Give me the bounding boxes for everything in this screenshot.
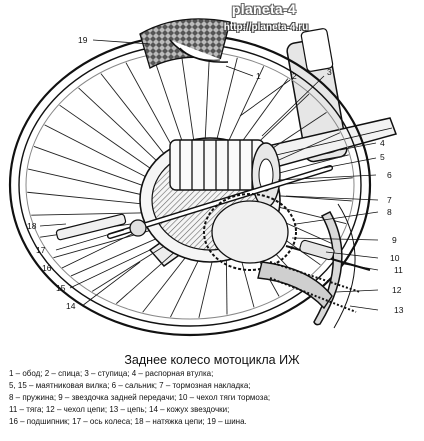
callout-15: 15 <box>56 283 66 293</box>
legend-line-1: 1 – обод; 2 – спица; 3 – ступица; 4 – ра… <box>9 369 214 378</box>
callout-10: 10 <box>390 253 400 263</box>
callout-2: 2 <box>292 71 297 81</box>
spoke <box>125 62 175 151</box>
legend-line-3: 8 – пружина; 9 – звездочка задней переда… <box>9 393 271 402</box>
leader-lines <box>39 39 379 311</box>
spoke <box>70 234 166 277</box>
chain-tensioner <box>55 213 127 241</box>
wheel-illustration: 19 1 2 3 4 5 6 7 8 9 10 11 12 13 18 17 1… <box>8 18 404 337</box>
callout-17: 17 <box>36 245 46 255</box>
chain-guard <box>257 261 361 313</box>
spoke <box>27 191 144 205</box>
spoke <box>44 124 147 178</box>
callout-9: 9 <box>392 235 397 245</box>
callout-4: 4 <box>380 138 385 148</box>
spoke <box>235 78 289 151</box>
callout-8: 8 <box>387 207 392 217</box>
spoke <box>180 52 195 144</box>
caption-title: Заднее колесо мотоцикла ИЖ <box>124 353 300 367</box>
spoke <box>31 212 147 216</box>
spoke <box>116 243 185 304</box>
callout-7: 7 <box>387 195 392 205</box>
legend-line-4: 11 – тяга; 12 – чехол цепи; 13 – цепь; 1… <box>9 405 230 414</box>
watermark-url: http://planeta-4.ru <box>223 22 309 33</box>
callout-19: 19 <box>78 35 88 45</box>
spoke <box>59 104 152 170</box>
callout-5: 5 <box>380 152 385 162</box>
brake-rod <box>285 239 371 271</box>
callout-6: 6 <box>387 170 392 180</box>
spoke <box>78 87 158 162</box>
spoke <box>215 57 238 144</box>
callout-12: 12 <box>392 285 402 295</box>
callout-1: 1 <box>256 71 261 81</box>
callout-3: 3 <box>327 67 332 77</box>
spoke <box>28 168 144 196</box>
callout-13: 13 <box>394 305 404 315</box>
hub-assembly <box>107 137 333 271</box>
callout-labels: 19 1 2 3 4 5 6 7 8 9 10 11 12 13 18 17 1… <box>27 35 404 315</box>
callout-14: 14 <box>66 301 76 311</box>
spoke <box>100 73 166 156</box>
spoke <box>33 145 145 187</box>
spoke <box>152 55 185 147</box>
spoke <box>91 239 175 292</box>
callout-18: 18 <box>27 221 37 231</box>
legend-line-2: 5, 15 – маятниковая вилка; 6 – сальник; … <box>9 381 251 390</box>
legend-line-5: 16 – подшипник; 17 – ось колеса; 18 – на… <box>9 417 247 426</box>
callout-11: 11 <box>394 265 403 275</box>
spoke <box>225 66 265 147</box>
spoke <box>204 52 210 144</box>
rim-and-tire <box>8 18 372 337</box>
watermark-site-name: planeta-4 <box>231 1 297 17</box>
spoke <box>266 194 352 202</box>
callout-16: 16 <box>42 263 52 273</box>
